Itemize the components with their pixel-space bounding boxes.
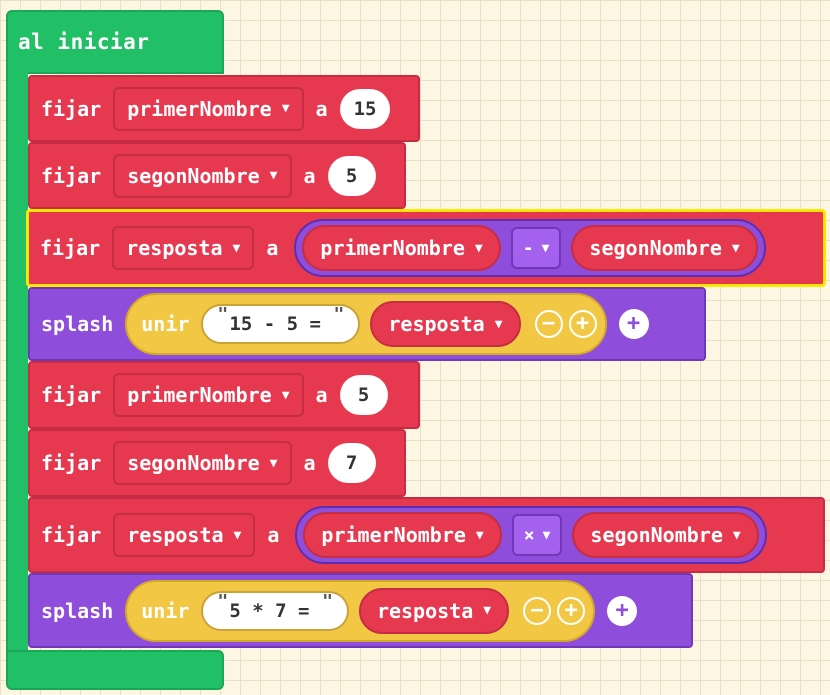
caret-down-icon: ▼	[281, 387, 290, 403]
multiply-reporter[interactable]: primerNombre ▼ × ▼ segonNombre ▼	[295, 506, 767, 564]
text-value: 15 - 5 =	[229, 313, 333, 335]
caret-down-icon: ▼	[269, 455, 278, 471]
on-start-label: al iniciar	[18, 30, 150, 54]
variable-name: segonNombre	[590, 523, 723, 547]
variable-name: primerNombre	[320, 236, 465, 260]
add-argument-icon[interactable]: +	[607, 595, 638, 626]
variable-dropdown[interactable]: segonNombre ▼	[113, 441, 292, 485]
variable-name: segonNombre	[127, 163, 260, 188]
to-keyword: a	[303, 451, 316, 475]
number-input[interactable]: 5	[327, 155, 376, 196]
variable-name: resposta	[126, 236, 223, 260]
operator-symbol: ×	[523, 524, 535, 546]
splash-block[interactable]: splash unir " 15 - 5 = " resposta ▼ − + …	[28, 287, 706, 361]
caret-down-icon: ▼	[542, 527, 551, 543]
splash-block[interactable]: splash unir " 5 * 7 = " resposta ▼ − + +	[28, 573, 693, 648]
caret-down-icon: ▼	[281, 101, 290, 116]
caret-down-icon: ▼	[731, 240, 740, 256]
variable-dropdown[interactable]: primerNombre ▼	[113, 373, 304, 417]
caret-down-icon: ▼	[269, 168, 278, 183]
variable-name: primerNombre	[127, 383, 272, 407]
caret-down-icon: ▼	[483, 603, 492, 618]
set-variable-block[interactable]: fijar primerNombre ▼ a 15	[28, 75, 420, 142]
operator-dropdown[interactable]: × ▼	[511, 514, 563, 556]
variable-name: resposta	[388, 312, 485, 336]
add-argument-icon[interactable]: +	[618, 309, 649, 339]
text-input[interactable]: " 5 * 7 = "	[201, 590, 349, 631]
text-input[interactable]: " 15 - 5 = "	[201, 304, 361, 344]
quote-close-icon: "	[333, 304, 345, 325]
set-variable-block[interactable]: fijar segonNombre ▼ a 7	[28, 429, 406, 497]
variable-dropdown[interactable]: segonNombre ▼	[113, 153, 292, 198]
quote-open-icon: "	[217, 590, 229, 612]
caret-down-icon: ▼	[732, 527, 741, 543]
variable-name: primerNombre	[321, 523, 466, 547]
subtract-reporter[interactable]: primerNombre ▼ - ▼ segonNombre ▼	[294, 219, 766, 277]
set-keyword: fijar	[41, 523, 102, 547]
quote-open-icon: "	[217, 304, 229, 325]
set-keyword: fijar	[41, 451, 102, 475]
set-variable-block[interactable]: fijar segonNombre ▼ a 5	[28, 142, 406, 209]
set-keyword: fijar	[41, 96, 102, 121]
variable-name: primerNombre	[127, 96, 272, 121]
text-value: 5 * 7 =	[229, 599, 321, 622]
variable-reporter[interactable]: resposta ▼	[358, 587, 510, 634]
remove-item-icon[interactable]: −	[534, 310, 563, 338]
caret-down-icon: ▼	[232, 240, 241, 256]
operator-symbol: -	[522, 237, 534, 259]
quote-close-icon: "	[322, 590, 333, 612]
splash-keyword: splash	[41, 312, 114, 336]
variable-reporter-left[interactable]: primerNombre ▼	[302, 225, 501, 271]
set-keyword: fijar	[41, 163, 102, 188]
on-start-block[interactable]	[6, 10, 224, 74]
variable-name: resposta	[376, 598, 474, 623]
set-keyword: fijar	[40, 236, 101, 260]
join-reporter[interactable]: unir " 5 * 7 = " resposta ▼ − +	[125, 579, 596, 642]
caret-down-icon: ▼	[474, 240, 483, 256]
set-keyword: fijar	[41, 383, 102, 407]
to-keyword: a	[267, 523, 280, 547]
remove-item-icon[interactable]: −	[523, 596, 552, 625]
operator-dropdown[interactable]: - ▼	[510, 227, 562, 269]
to-keyword: a	[303, 163, 316, 188]
variable-name: resposta	[127, 523, 224, 547]
variable-name: segonNombre	[589, 236, 722, 260]
caret-down-icon: ▼	[233, 527, 242, 543]
variable-dropdown[interactable]: primerNombre ▼	[113, 86, 304, 131]
on-start-block-footer	[6, 650, 224, 690]
to-keyword: a	[266, 236, 279, 260]
caret-down-icon: ▼	[475, 527, 484, 543]
to-keyword: a	[315, 383, 328, 407]
variable-reporter-right[interactable]: segonNombre ▼	[572, 512, 759, 558]
variable-reporter[interactable]: resposta ▼	[370, 301, 521, 347]
set-variable-block-selected[interactable]: fijar resposta ▼ a primerNombre ▼ - ▼ se…	[26, 209, 826, 287]
to-keyword: a	[315, 96, 328, 121]
caret-down-icon: ▼	[541, 240, 550, 256]
set-variable-block[interactable]: fijar primerNombre ▼ a 5	[28, 361, 420, 429]
number-input[interactable]: 5	[339, 375, 388, 415]
splash-keyword: splash	[41, 598, 114, 623]
variable-dropdown[interactable]: resposta ▼	[112, 226, 255, 270]
variable-reporter-left[interactable]: primerNombre ▼	[303, 512, 502, 558]
variable-name: segonNombre	[127, 451, 260, 475]
set-variable-block[interactable]: fijar resposta ▼ a primerNombre ▼ × ▼ se…	[28, 497, 825, 573]
join-keyword: unir	[141, 312, 190, 336]
add-item-icon[interactable]: +	[557, 596, 586, 625]
join-keyword: unir	[141, 598, 190, 623]
variable-dropdown[interactable]: resposta ▼	[113, 513, 256, 557]
number-input[interactable]: 7	[327, 443, 376, 483]
join-reporter[interactable]: unir " 15 - 5 = " resposta ▼ − +	[125, 293, 607, 355]
variable-reporter-right[interactable]: segonNombre ▼	[571, 225, 758, 271]
caret-down-icon: ▼	[494, 316, 503, 332]
add-item-icon[interactable]: +	[568, 310, 597, 338]
number-input[interactable]: 15	[339, 88, 391, 129]
on-start-block-spine	[6, 60, 28, 666]
